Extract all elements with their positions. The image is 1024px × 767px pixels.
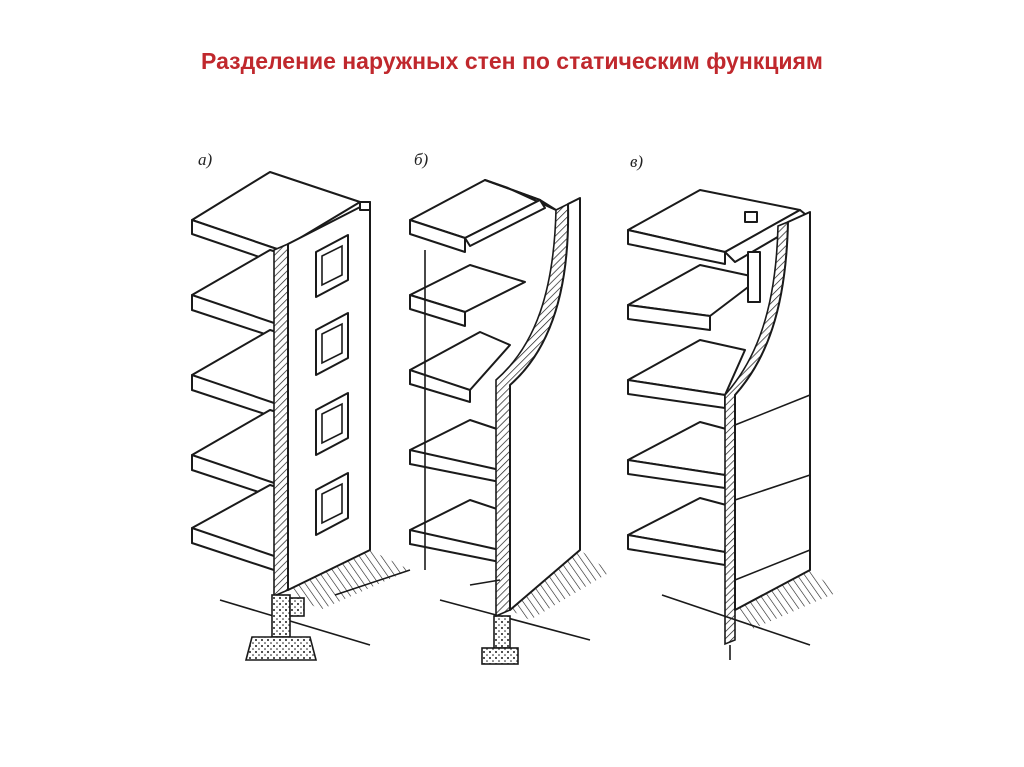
wall-face-b	[509, 197, 581, 611]
foundation-b	[481, 615, 519, 665]
self-supporting-wall-diagram	[409, 179, 610, 665]
floor-slabs-a	[191, 171, 361, 573]
windows-a	[315, 234, 349, 536]
wall-panels-c	[734, 211, 811, 611]
slide-title: Разделение наружных стен по статическим …	[201, 48, 823, 74]
floor-slabs-b	[409, 179, 557, 570]
floor-slabs-c	[627, 189, 811, 566]
panel-label-v: в)	[630, 152, 644, 171]
load-bearing-wall-diagram	[191, 171, 411, 661]
panel-label-a: а)	[198, 150, 213, 169]
curtain-wall-diagram	[627, 189, 838, 660]
foundation-a	[244, 594, 318, 661]
wall-types-figure: а) б) в)	[170, 140, 850, 670]
wall-section-a	[273, 242, 289, 598]
panel-label-b: б)	[414, 150, 429, 169]
